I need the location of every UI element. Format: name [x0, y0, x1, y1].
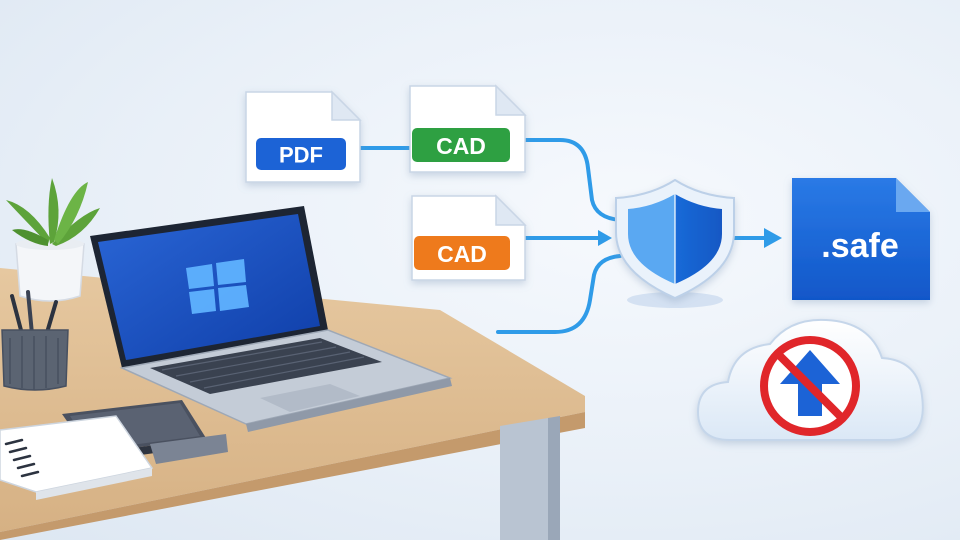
pdf-file-icon: PDF: [245, 90, 362, 183]
potted-plant: [6, 178, 100, 302]
arrowhead-shield-to-safe: [764, 228, 782, 248]
windows-logo-icon: [186, 259, 249, 314]
cad-green-label: CAD: [436, 133, 486, 159]
laptop-trackpad: [260, 384, 360, 412]
flow-line-cad-to-shield: [523, 138, 622, 222]
pdf-badge: [256, 138, 346, 170]
cad-green-badge: [412, 128, 510, 162]
notebook: [0, 415, 154, 500]
cad-file-green-icon: CAD: [409, 84, 527, 173]
shield-glow: [627, 292, 723, 308]
safe-label: .safe: [821, 227, 899, 265]
flow-lines: [358, 138, 768, 334]
shield-icon: [615, 178, 735, 300]
cloud-upload-prohibited-icon: [696, 318, 924, 441]
pen-holder: [1, 290, 69, 391]
desk-leg: [500, 418, 548, 540]
tablet-device: [150, 434, 228, 464]
cad-orange-label: CAD: [437, 241, 487, 267]
cad-orange-badge: [414, 236, 510, 270]
safe-file-icon: .safe: [792, 178, 930, 300]
laptop-keyboard: [150, 338, 382, 394]
cad-file-orange-icon: CAD: [411, 194, 527, 281]
arrowhead-cad2: [598, 230, 612, 246]
laptop: [90, 206, 453, 432]
laptop-screen: [98, 214, 320, 360]
pdf-label: PDF: [279, 143, 323, 168]
prohibit-slash: [774, 350, 846, 422]
flow-line-desk-to-shield: [496, 254, 622, 334]
